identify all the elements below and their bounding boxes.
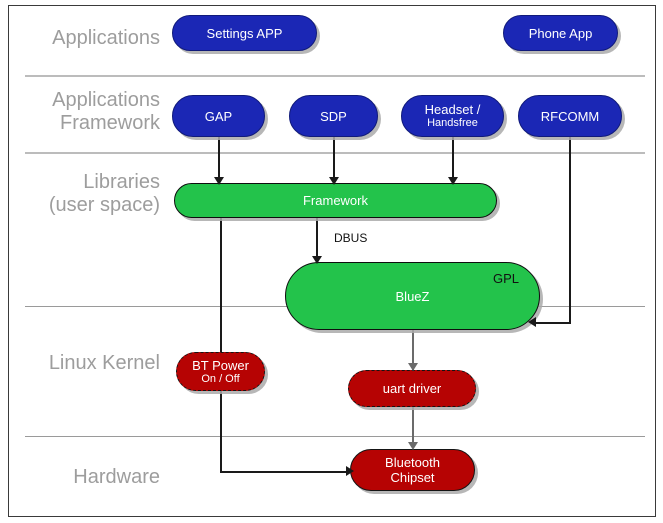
node-bluez-gpl-badge: GPL (492, 271, 519, 286)
node-settings-app[interactable]: Settings APP (172, 15, 317, 51)
edge-gap-to-framework (218, 137, 220, 185)
layer-label-libraries: Libraries (user space) (48, 171, 160, 216)
edge-sdp-to-framework-arrowhead (329, 177, 339, 185)
divider-framework-libraries (25, 152, 645, 154)
edge-framework-to-chipset-horizontal (220, 471, 348, 473)
node-phone-app-label: Phone App (528, 25, 593, 41)
node-sdp-label: SDP (320, 108, 347, 124)
node-bluetooth-chipset-sublabel: Chipset (390, 470, 435, 485)
layer-label-hardware: Hardware (73, 466, 160, 488)
edge-uart-to-chipset-arrowhead (408, 442, 418, 450)
node-gap[interactable]: GAP (172, 95, 265, 137)
node-headset-handsfree[interactable]: Headset / Handsfree (401, 95, 504, 137)
node-uart-driver[interactable]: uart driver (348, 370, 476, 407)
edge-gap-to-framework-arrowhead (214, 177, 224, 185)
divider-kernel-hardware (25, 436, 645, 437)
edge-bluez-to-uart-arrowhead (408, 363, 418, 371)
layer-label-applications-framework: Applications Framework (52, 89, 160, 134)
node-bt-power-sublabel: On / Off (201, 372, 240, 385)
layer-label-linux-kernel: Linux Kernel (48, 352, 160, 374)
edge-headset-to-framework-arrowhead (448, 177, 458, 185)
node-bluetooth-chipset-label: Bluetooth (385, 455, 440, 470)
edge-uart-to-chipset (412, 406, 414, 448)
node-framework[interactable]: Framework (174, 183, 497, 218)
diagram-outer-frame (8, 5, 656, 517)
node-bluez[interactable]: GPL BlueZ (285, 262, 540, 330)
edge-rfcomm-to-bluez-horizontal (534, 322, 571, 324)
node-settings-app-label: Settings APP (206, 25, 283, 41)
node-sdp[interactable]: SDP (289, 95, 378, 137)
edge-framework-to-bluez-arrowhead (312, 256, 322, 264)
edge-rfcomm-to-bluez-vertical (569, 137, 571, 323)
node-rfcomm-label: RFCOMM (540, 108, 600, 124)
node-headset-handsfree-sublabel: Handsfree (427, 117, 478, 129)
node-rfcomm[interactable]: RFCOMM (518, 95, 622, 137)
node-bluetooth-chipset[interactable]: Bluetooth Chipset (350, 449, 475, 491)
node-phone-app[interactable]: Phone App (503, 15, 618, 51)
edge-rfcomm-to-bluez-arrowhead (528, 317, 536, 327)
edge-framework-to-bluez (316, 217, 318, 262)
node-bluez-label: BlueZ (395, 288, 430, 304)
edge-label-dbus: DBUS (334, 231, 368, 245)
edge-framework-to-chipset-vertical (220, 217, 222, 473)
node-bt-power-label: BT Power (192, 357, 249, 373)
edge-framework-to-chipset-arrowhead (346, 466, 354, 476)
node-bt-power[interactable]: BT Power On / Off (176, 352, 265, 391)
divider-applications-framework (25, 75, 645, 77)
node-gap-label: GAP (204, 108, 233, 124)
edge-headset-to-framework (452, 137, 454, 185)
edge-sdp-to-framework (333, 137, 335, 185)
edge-bluez-to-uart (412, 330, 414, 370)
node-uart-driver-label: uart driver (382, 381, 442, 396)
node-framework-label: Framework (302, 193, 368, 208)
layer-label-applications: Applications (52, 27, 160, 49)
node-headset-handsfree-label: Headset / (424, 102, 481, 117)
